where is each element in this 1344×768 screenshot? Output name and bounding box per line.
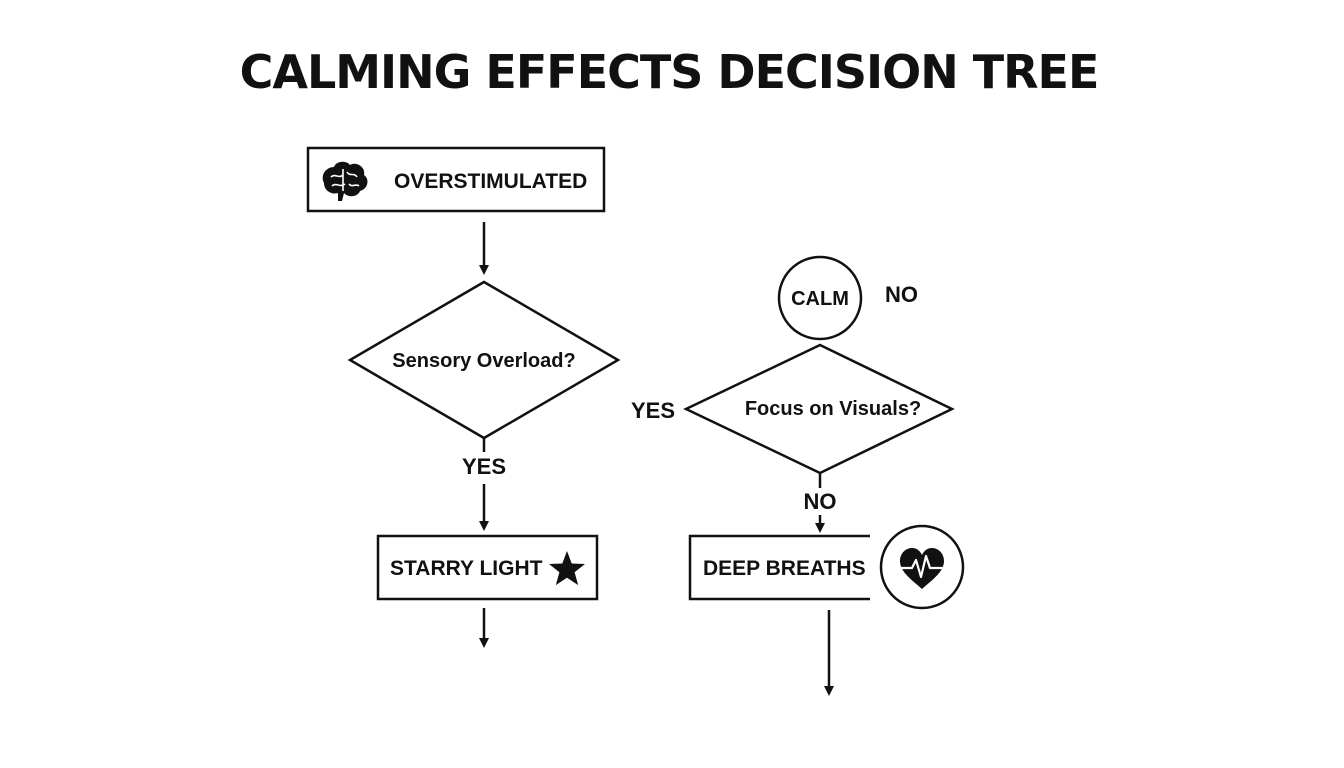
heart-pulse-icon <box>879 524 965 610</box>
edge-label-sensory-yes: YES <box>462 454 506 479</box>
node-focus-on-visuals: Focus on Visuals? <box>683 343 955 475</box>
star-icon <box>549 551 585 586</box>
calm-circle <box>777 255 863 341</box>
node-calm: CALM <box>777 255 863 341</box>
node-sensory-overload: Sensory Overload? <box>347 280 621 440</box>
brain-icon <box>322 161 368 201</box>
starry-light-label: STARRY LIGHT <box>390 557 543 580</box>
node-starry-light: STARRY LIGHT <box>376 534 599 601</box>
edge-label-calm-no: NO <box>885 282 918 307</box>
sensory-overload-label: Sensory Overload? <box>392 350 575 372</box>
overstimulated-label: OVERSTIMULATED <box>394 170 587 193</box>
calm-label: CALM <box>791 288 849 310</box>
node-deep-breaths: DEEP BREATHS <box>688 524 965 610</box>
deep-breaths-box <box>688 534 870 601</box>
node-overstimulated: OVERSTIMULATED <box>306 146 606 213</box>
deep-breaths-label: DEEP BREATHS <box>703 557 866 580</box>
edge-label-focus-yes: YES <box>631 398 675 423</box>
edge-label-focus-no: NO <box>804 489 837 514</box>
diagram-title: CALMING EFFECTS DECISION TREE <box>240 45 1099 99</box>
focus-on-visuals-label: Focus on Visuals? <box>745 398 921 420</box>
